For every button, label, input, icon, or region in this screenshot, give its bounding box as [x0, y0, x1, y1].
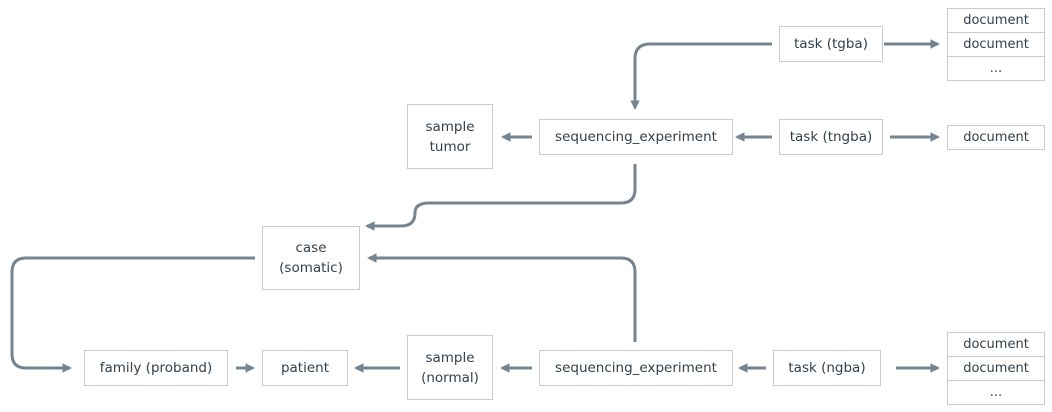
arrow-sequencing-experiment-normal-to-case: [367, 253, 637, 342]
document-ngba-1: document: [947, 332, 1045, 357]
node-label: task (tgba): [794, 36, 868, 52]
document-label: document: [963, 129, 1029, 145]
node-label-line: sample: [425, 118, 475, 135]
node-case-somatic: case (somatic): [262, 226, 360, 290]
document-tgba-more: ...: [947, 56, 1045, 81]
document-ngba-more: ...: [947, 380, 1045, 405]
document-label: document: [963, 12, 1029, 28]
node-label-line: (somatic): [279, 260, 343, 276]
node-label-line: tumor: [429, 138, 471, 155]
document-tgba-2: document: [947, 32, 1045, 57]
node-label-line: (normal): [421, 369, 479, 386]
document-tngba: document: [947, 125, 1045, 150]
node-sample-tumor: sample tumor: [407, 104, 493, 169]
node-label: sequencing_experiment: [555, 129, 717, 145]
node-sequencing-experiment-tumor: sequencing_experiment: [539, 119, 733, 155]
node-sample-normal: sample (normal): [407, 335, 493, 400]
node-task-ngba: task (ngba): [773, 350, 881, 386]
document-tgba-1: document: [947, 8, 1045, 33]
node-label-line: case: [295, 240, 327, 256]
document-label: ...: [989, 60, 1003, 76]
node-label: task (ngba): [788, 360, 866, 376]
node-family-proband: family (proband): [84, 350, 228, 386]
arrow-case-to-family: [10, 256, 255, 373]
node-task-tgba: task (tgba): [779, 26, 883, 62]
node-label-line: sample: [425, 349, 475, 366]
document-label: document: [963, 360, 1029, 376]
document-label: document: [963, 36, 1029, 52]
node-task-tngba: task (tngba): [779, 119, 883, 155]
node-label: task (tngba): [789, 129, 873, 145]
node-label: patient: [280, 360, 330, 376]
arrow-sequencing-experiment-to-case: [365, 164, 637, 231]
document-label: document: [963, 336, 1029, 352]
document-label: ...: [989, 384, 1003, 400]
document-ngba-2: document: [947, 356, 1045, 381]
node-patient: patient: [262, 350, 348, 386]
node-sequencing-experiment-normal: sequencing_experiment: [539, 350, 733, 386]
node-label: family (proband): [99, 360, 213, 376]
node-label: sequencing_experiment: [555, 360, 717, 376]
arrow-task-tgba-to-sequencing-experiment: [630, 42, 772, 110]
